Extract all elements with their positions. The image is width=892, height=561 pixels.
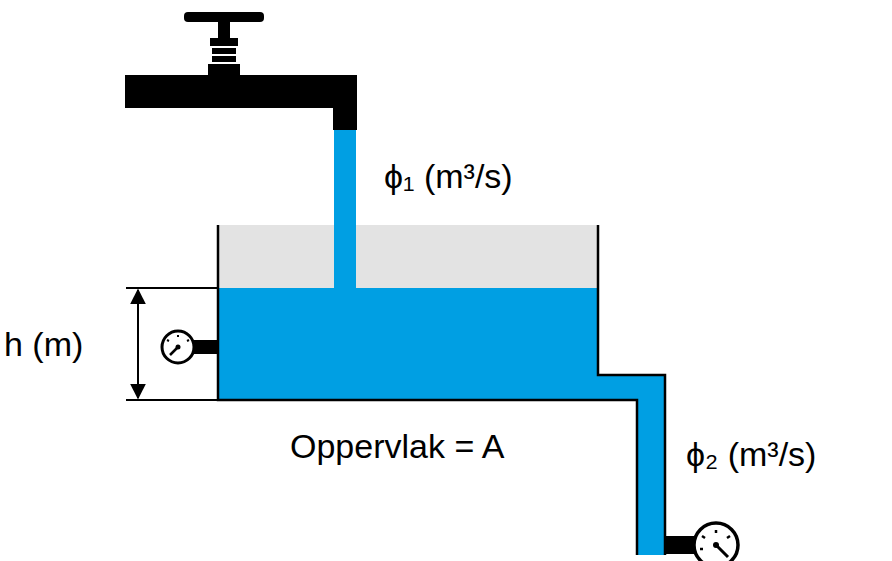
dimension-arrow — [137, 290, 139, 398]
flow-gauge — [665, 523, 738, 561]
dimension-tick — [126, 399, 218, 401]
faucet-pipe — [125, 75, 357, 108]
inflow-stream — [334, 130, 356, 290]
faucet-nut — [212, 56, 236, 62]
flow-label: ϕ₁ (m³/s) — [384, 158, 513, 195]
faucet-nut — [212, 48, 236, 54]
faucet-stem — [218, 20, 230, 40]
faucet-spout — [333, 106, 357, 130]
tank-air — [218, 225, 598, 288]
gauge-ticks — [700, 530, 730, 549]
faucet — [125, 12, 357, 130]
faucet-nut — [210, 38, 238, 46]
area-label: Oppervlak = A — [290, 428, 505, 465]
dimension-tick — [126, 287, 218, 289]
faucet-base — [208, 64, 240, 76]
gauge-dial — [694, 523, 738, 561]
gauge-pivot — [176, 345, 181, 350]
gauge-ticks — [167, 335, 189, 341]
gauge-dial — [162, 331, 194, 363]
level-gauge — [162, 331, 218, 363]
gauge-stub — [665, 536, 695, 554]
flow-label: ϕ₂ (m³/s) — [686, 436, 816, 473]
tank-wall — [218, 225, 665, 555]
gauge-pivot — [713, 542, 719, 548]
gauge-stub — [194, 340, 218, 354]
dimension-label: h (m) — [4, 326, 83, 363]
dimension-h — [126, 288, 218, 400]
